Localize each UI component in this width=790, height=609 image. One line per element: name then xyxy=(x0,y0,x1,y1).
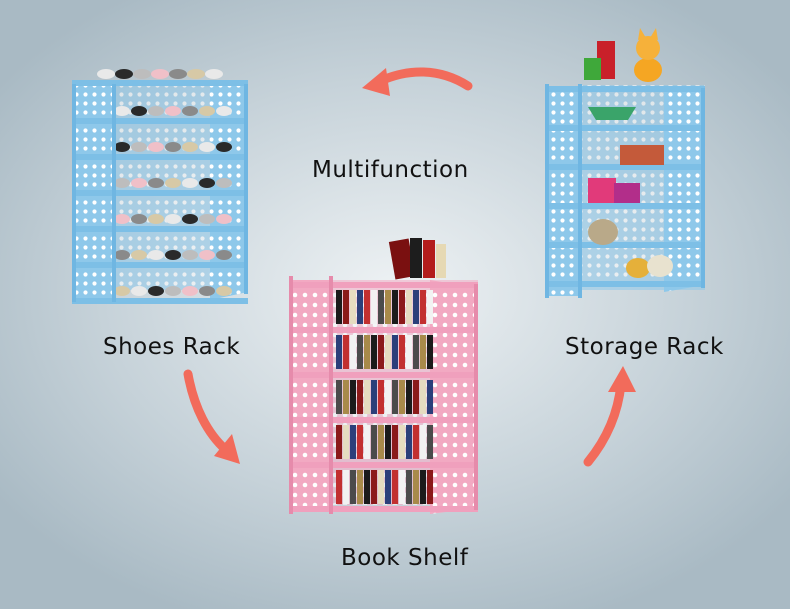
book-shelf-image xyxy=(289,238,478,514)
label-multifunction: Multifunction xyxy=(312,157,469,183)
arrow-left xyxy=(183,369,231,455)
label-shoes-rack: Shoes Rack xyxy=(103,334,241,360)
shoes-rack-image xyxy=(72,69,248,304)
arrow-top xyxy=(373,67,473,91)
arrow-top-head xyxy=(362,68,390,96)
label-book-shelf: Book Shelf xyxy=(341,545,469,571)
arrow-left-head xyxy=(214,434,240,464)
arrow-right xyxy=(583,379,626,467)
storage-rack-image xyxy=(545,28,705,298)
arrow-right-head xyxy=(608,366,636,392)
label-storage-rack: Storage Rack xyxy=(565,334,724,360)
